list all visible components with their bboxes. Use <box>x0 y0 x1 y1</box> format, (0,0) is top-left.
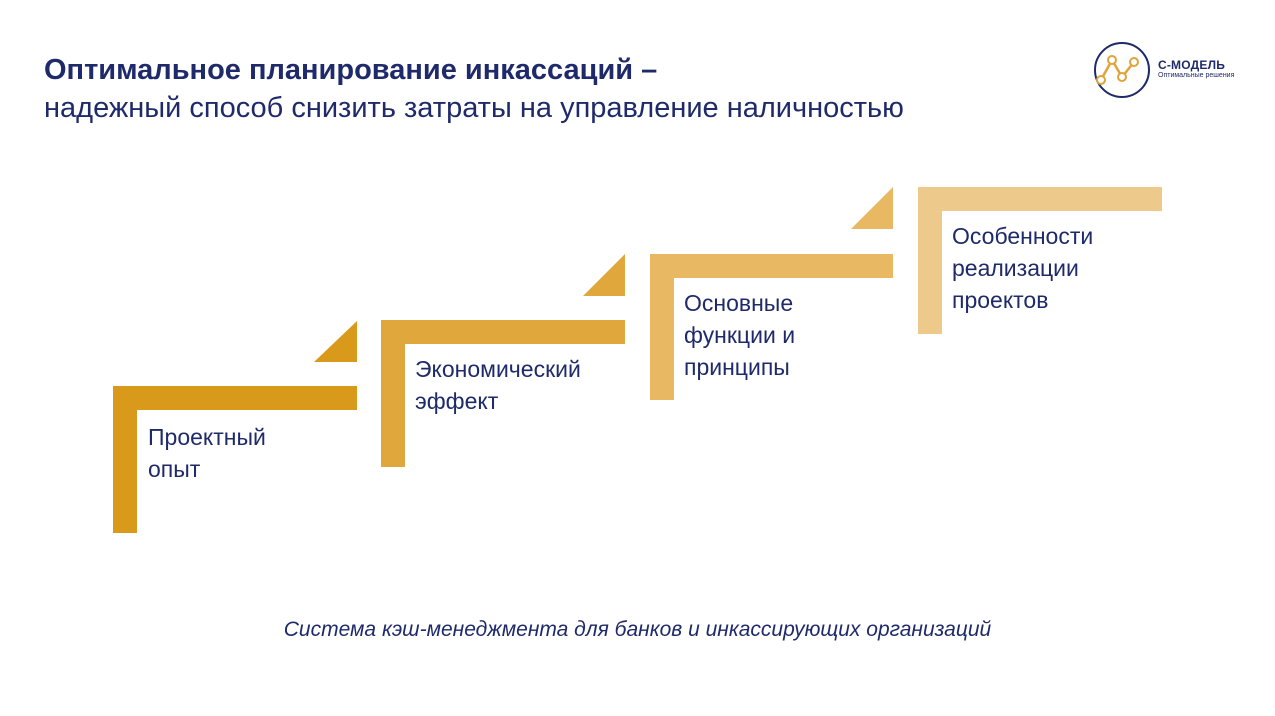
step-3-line-1: Основные <box>684 290 794 316</box>
step-2-label: Экономический эффект <box>415 353 581 417</box>
step-1-bracket <box>113 386 357 533</box>
step-4-label: Особенности реализации проектов <box>952 220 1093 316</box>
step-1-label: Проектный опыт <box>148 421 266 485</box>
logo-tagline: Оптимальные решения <box>1158 72 1235 79</box>
logo-mark-icon <box>1094 42 1150 98</box>
step-4-line-2: реализации <box>952 255 1079 281</box>
step-3-line-3: принципы <box>684 354 790 380</box>
logo: С-МОДЕЛЬ Оптимальные решения <box>1092 40 1252 100</box>
step-1-line-1: Проектный <box>148 424 266 450</box>
step-2-line-1: Экономический <box>415 356 581 382</box>
step-3-bracket <box>650 254 893 400</box>
step-1-line-2: опыт <box>148 456 201 482</box>
step-4-line-3: проектов <box>952 287 1049 313</box>
step-3-arrow <box>851 187 893 229</box>
step-3-line-2: функции и <box>684 322 796 348</box>
step-2-line-2: эффект <box>415 388 499 414</box>
logo-name: С-МОДЕЛЬ <box>1158 58 1226 72</box>
step-1-arrow <box>314 321 357 362</box>
step-2-bracket <box>381 320 625 467</box>
step-2-arrow <box>583 254 625 296</box>
footer-caption: Система кэш-менеджмента для банков и инк… <box>283 618 992 641</box>
slide-title: Оптимальное планирование инкассаций – <box>44 54 658 86</box>
step-4-bracket <box>918 187 1162 334</box>
step-4-line-1: Особенности <box>952 223 1094 249</box>
slide-subtitle: надежный способ снизить затраты на управ… <box>44 92 904 124</box>
step-3-label: Основные функции и принципы <box>684 287 795 383</box>
